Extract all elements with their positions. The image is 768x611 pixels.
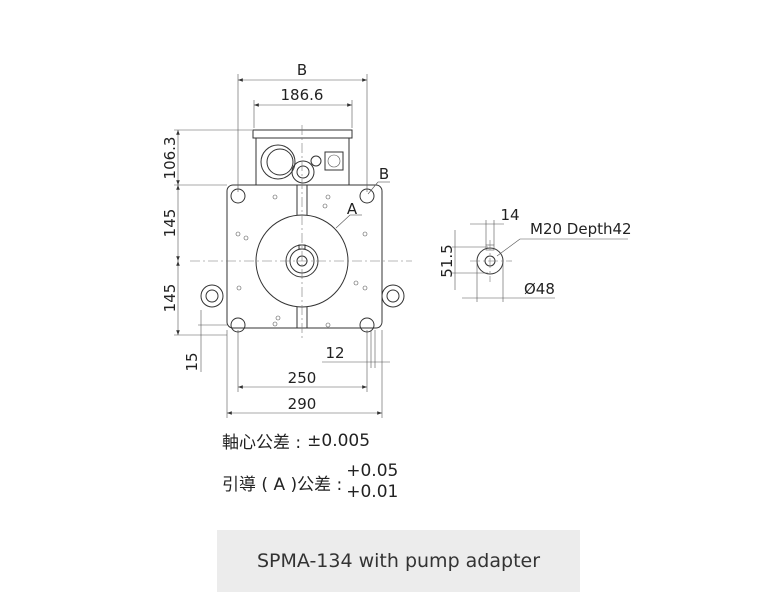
guide-tolerance-upper: +0.05 [346, 461, 399, 481]
thread-detail [452, 220, 628, 302]
dim-b-top: B [297, 61, 307, 79]
dim-290: 290 [288, 395, 317, 413]
label-b: B [379, 165, 389, 183]
dim-15: 15 [183, 352, 201, 371]
label-a: A [347, 200, 358, 218]
dim-250: 250 [288, 369, 317, 387]
dim-51-5: 51.5 [438, 244, 456, 277]
adapter-box [252, 129, 353, 186]
dim-12: 12 [325, 344, 344, 362]
dim-145-upper: 145 [161, 209, 179, 238]
dim-14: 14 [500, 206, 519, 224]
dim-106-3: 106.3 [161, 137, 179, 180]
thread-spec: M20 Depth42 [530, 220, 632, 238]
shaft-tolerance: 軸心公差 : ±0.005 [222, 428, 398, 454]
motor-body [190, 125, 412, 340]
guide-tolerance-label: 引導 ( A )公差 : [222, 474, 343, 495]
shaft-tolerance-label: 軸心公差 : [222, 433, 302, 453]
caption: SPMA-134 with pump adapter [217, 530, 580, 592]
guide-tolerance-lower: +0.01 [346, 482, 399, 502]
guide-tolerance: 引導 ( A )公差 : +0.05 +0.01 [222, 461, 398, 503]
tolerance-notes: 軸心公差 : ±0.005 引導 ( A )公差 : +0.05 +0.01 [222, 428, 398, 503]
shaft-tolerance-value: ±0.005 [307, 430, 371, 451]
dimension-lines [174, 74, 390, 418]
dim-186-6: 186.6 [281, 86, 324, 104]
dim-145-lower: 145 [161, 284, 179, 313]
dim-diameter-48: Ø48 [524, 280, 555, 298]
